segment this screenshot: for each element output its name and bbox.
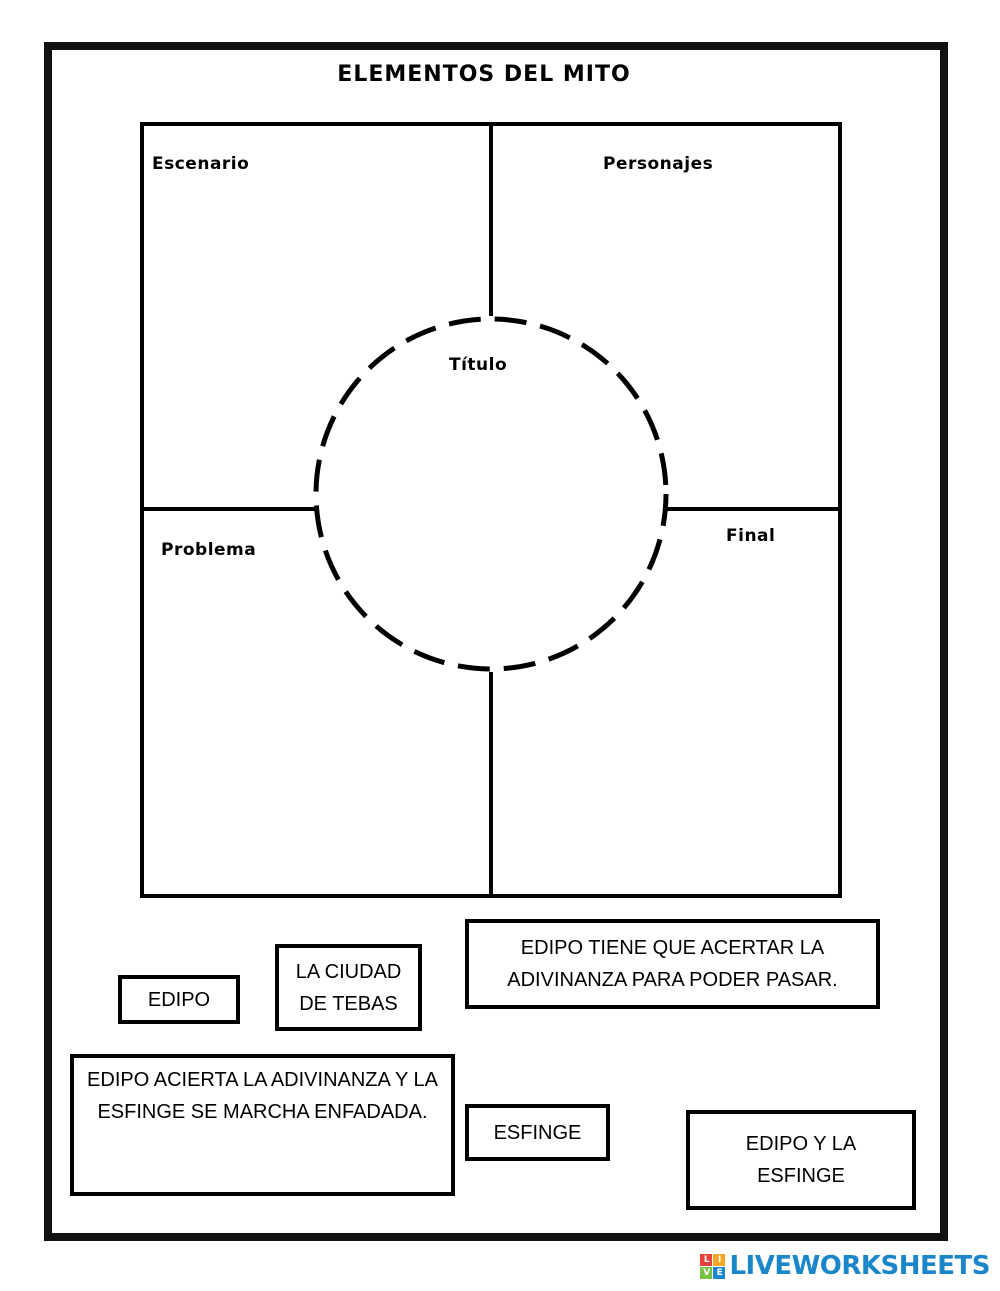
liveworksheets-brand: L I V E LIVEWORKSHEETS [700,1251,990,1281]
label-personajes: Personajes [603,154,714,174]
worksheet-title: ELEMENTOS DEL MITO [337,62,631,87]
logo-letter-l: L [700,1253,713,1266]
answer-card-ciudad[interactable]: LA CIUDAD DE TEBAS [275,944,422,1031]
worksheet-border [44,42,948,1241]
title-circle [313,316,669,672]
card-text: EDIPO ACIERTA LA ADIVINANZA Y LA ESFINGE… [87,1069,438,1123]
card-text: EDIPO TIENE QUE ACERTAR LA ADIVINANZA PA… [507,937,838,991]
answer-card-esfinge[interactable]: ESFINGE [465,1104,610,1161]
brand-name: LIVEWORKSHEETS [729,1251,990,1281]
answer-card-acierta[interactable]: EDIPO ACIERTA LA ADIVINANZA Y LA ESFINGE… [70,1054,455,1196]
answer-card-edipo-esfinge[interactable]: EDIPO Y LA ESFINGE [686,1110,916,1210]
label-escenario: Escenario [152,154,250,174]
answer-card-edipo[interactable]: EDIPO [118,975,240,1024]
card-text: EDIPO [147,988,211,1011]
label-titulo: Título [449,355,508,375]
answer-card-adivinanza[interactable]: EDIPO TIENE QUE ACERTAR LA ADIVINANZA PA… [465,919,880,1009]
label-problema: Problema [161,540,257,560]
label-final: Final [726,526,776,546]
card-text: EDIPO Y LA ESFINGE [745,1133,857,1187]
logo-letter-i: I [713,1253,726,1266]
card-text: ESFINGE [493,1121,582,1144]
logo-letter-e: E [713,1266,726,1279]
card-text: LA CIUDAD DE TEBAS [295,960,402,1015]
liveworksheets-logo-icon: L I V E [700,1253,726,1279]
logo-letter-v: V [700,1266,713,1279]
